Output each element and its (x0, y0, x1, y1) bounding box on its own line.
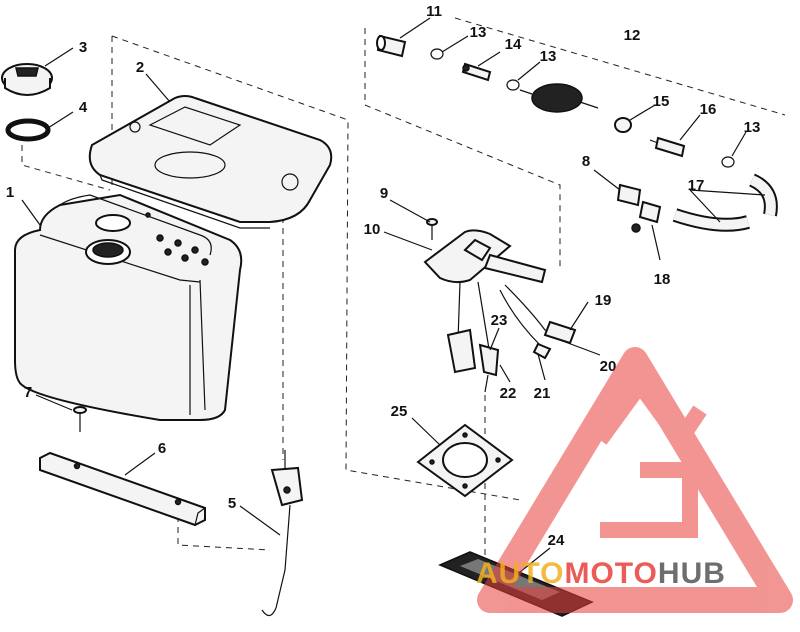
bracket-screw (73, 406, 87, 432)
callout-17: 17 (688, 177, 705, 194)
fuel-cap (1, 63, 53, 96)
callout-12: 12 (624, 27, 641, 44)
callout-6: 6 (158, 440, 166, 457)
callout-13: 13 (540, 48, 557, 65)
watermark-text: AUTOMOTOHUB (476, 557, 726, 590)
callout-22: 22 (500, 385, 517, 402)
fuel-pickup-assembly (423, 229, 547, 393)
callout-9: 9 (380, 185, 388, 202)
clamp-fitting (614, 117, 632, 133)
fuel-gauge-float (261, 450, 304, 617)
callout-25: 25 (391, 403, 408, 420)
callout-8: 8 (582, 153, 590, 170)
mounting-bracket (39, 451, 206, 527)
callout-20: 20 (600, 358, 617, 375)
fuel-hose (672, 173, 778, 232)
cap-gasket (5, 118, 51, 142)
clip-fastener (631, 200, 662, 233)
callout-15: 15 (653, 93, 670, 110)
sender-wires (499, 284, 577, 360)
callout-21: 21 (534, 385, 551, 402)
callout-1: 1 (6, 184, 14, 201)
callout-3: 3 (79, 39, 87, 56)
callout-10: 10 (364, 221, 381, 238)
callout-19: 19 (595, 292, 612, 309)
hose-clip (616, 183, 642, 207)
watermark-moto: MOTO (564, 557, 657, 590)
callout-13: 13 (744, 119, 761, 136)
hose-clamp (506, 79, 520, 91)
callout-13: 13 (470, 24, 487, 41)
callout-24: 24 (548, 532, 565, 549)
callout-18: 18 (654, 271, 671, 288)
callout-11: 11 (426, 3, 442, 20)
watermark-auto: AUTO (476, 557, 564, 590)
hose-sleeve (376, 34, 407, 58)
tank-cover (88, 95, 333, 229)
callout-4: 4 (79, 99, 88, 116)
callout-7: 7 (24, 384, 32, 401)
watermark-hub: HUB (658, 557, 726, 590)
pickup-screw (426, 218, 438, 240)
callout-16: 16 (700, 101, 717, 118)
primer-bulb (519, 83, 599, 113)
callout-14: 14 (505, 36, 522, 53)
quick-connector (649, 136, 686, 158)
callout-2: 2 (136, 59, 144, 76)
watermark-logo (477, 347, 793, 613)
hose-clamp (721, 156, 735, 168)
callout-5: 5 (228, 495, 236, 512)
leader-lines (21, 17, 766, 573)
pickup-gasket (416, 423, 514, 498)
callout-numbers: 1 2 3 4 5 6 7 8 9 10 11 12 13 13 13 14 1… (6, 3, 761, 549)
hose-clamp (430, 48, 444, 60)
hose-fitting (461, 62, 492, 82)
fuel-tank (14, 193, 243, 421)
callout-23: 23 (491, 312, 508, 329)
